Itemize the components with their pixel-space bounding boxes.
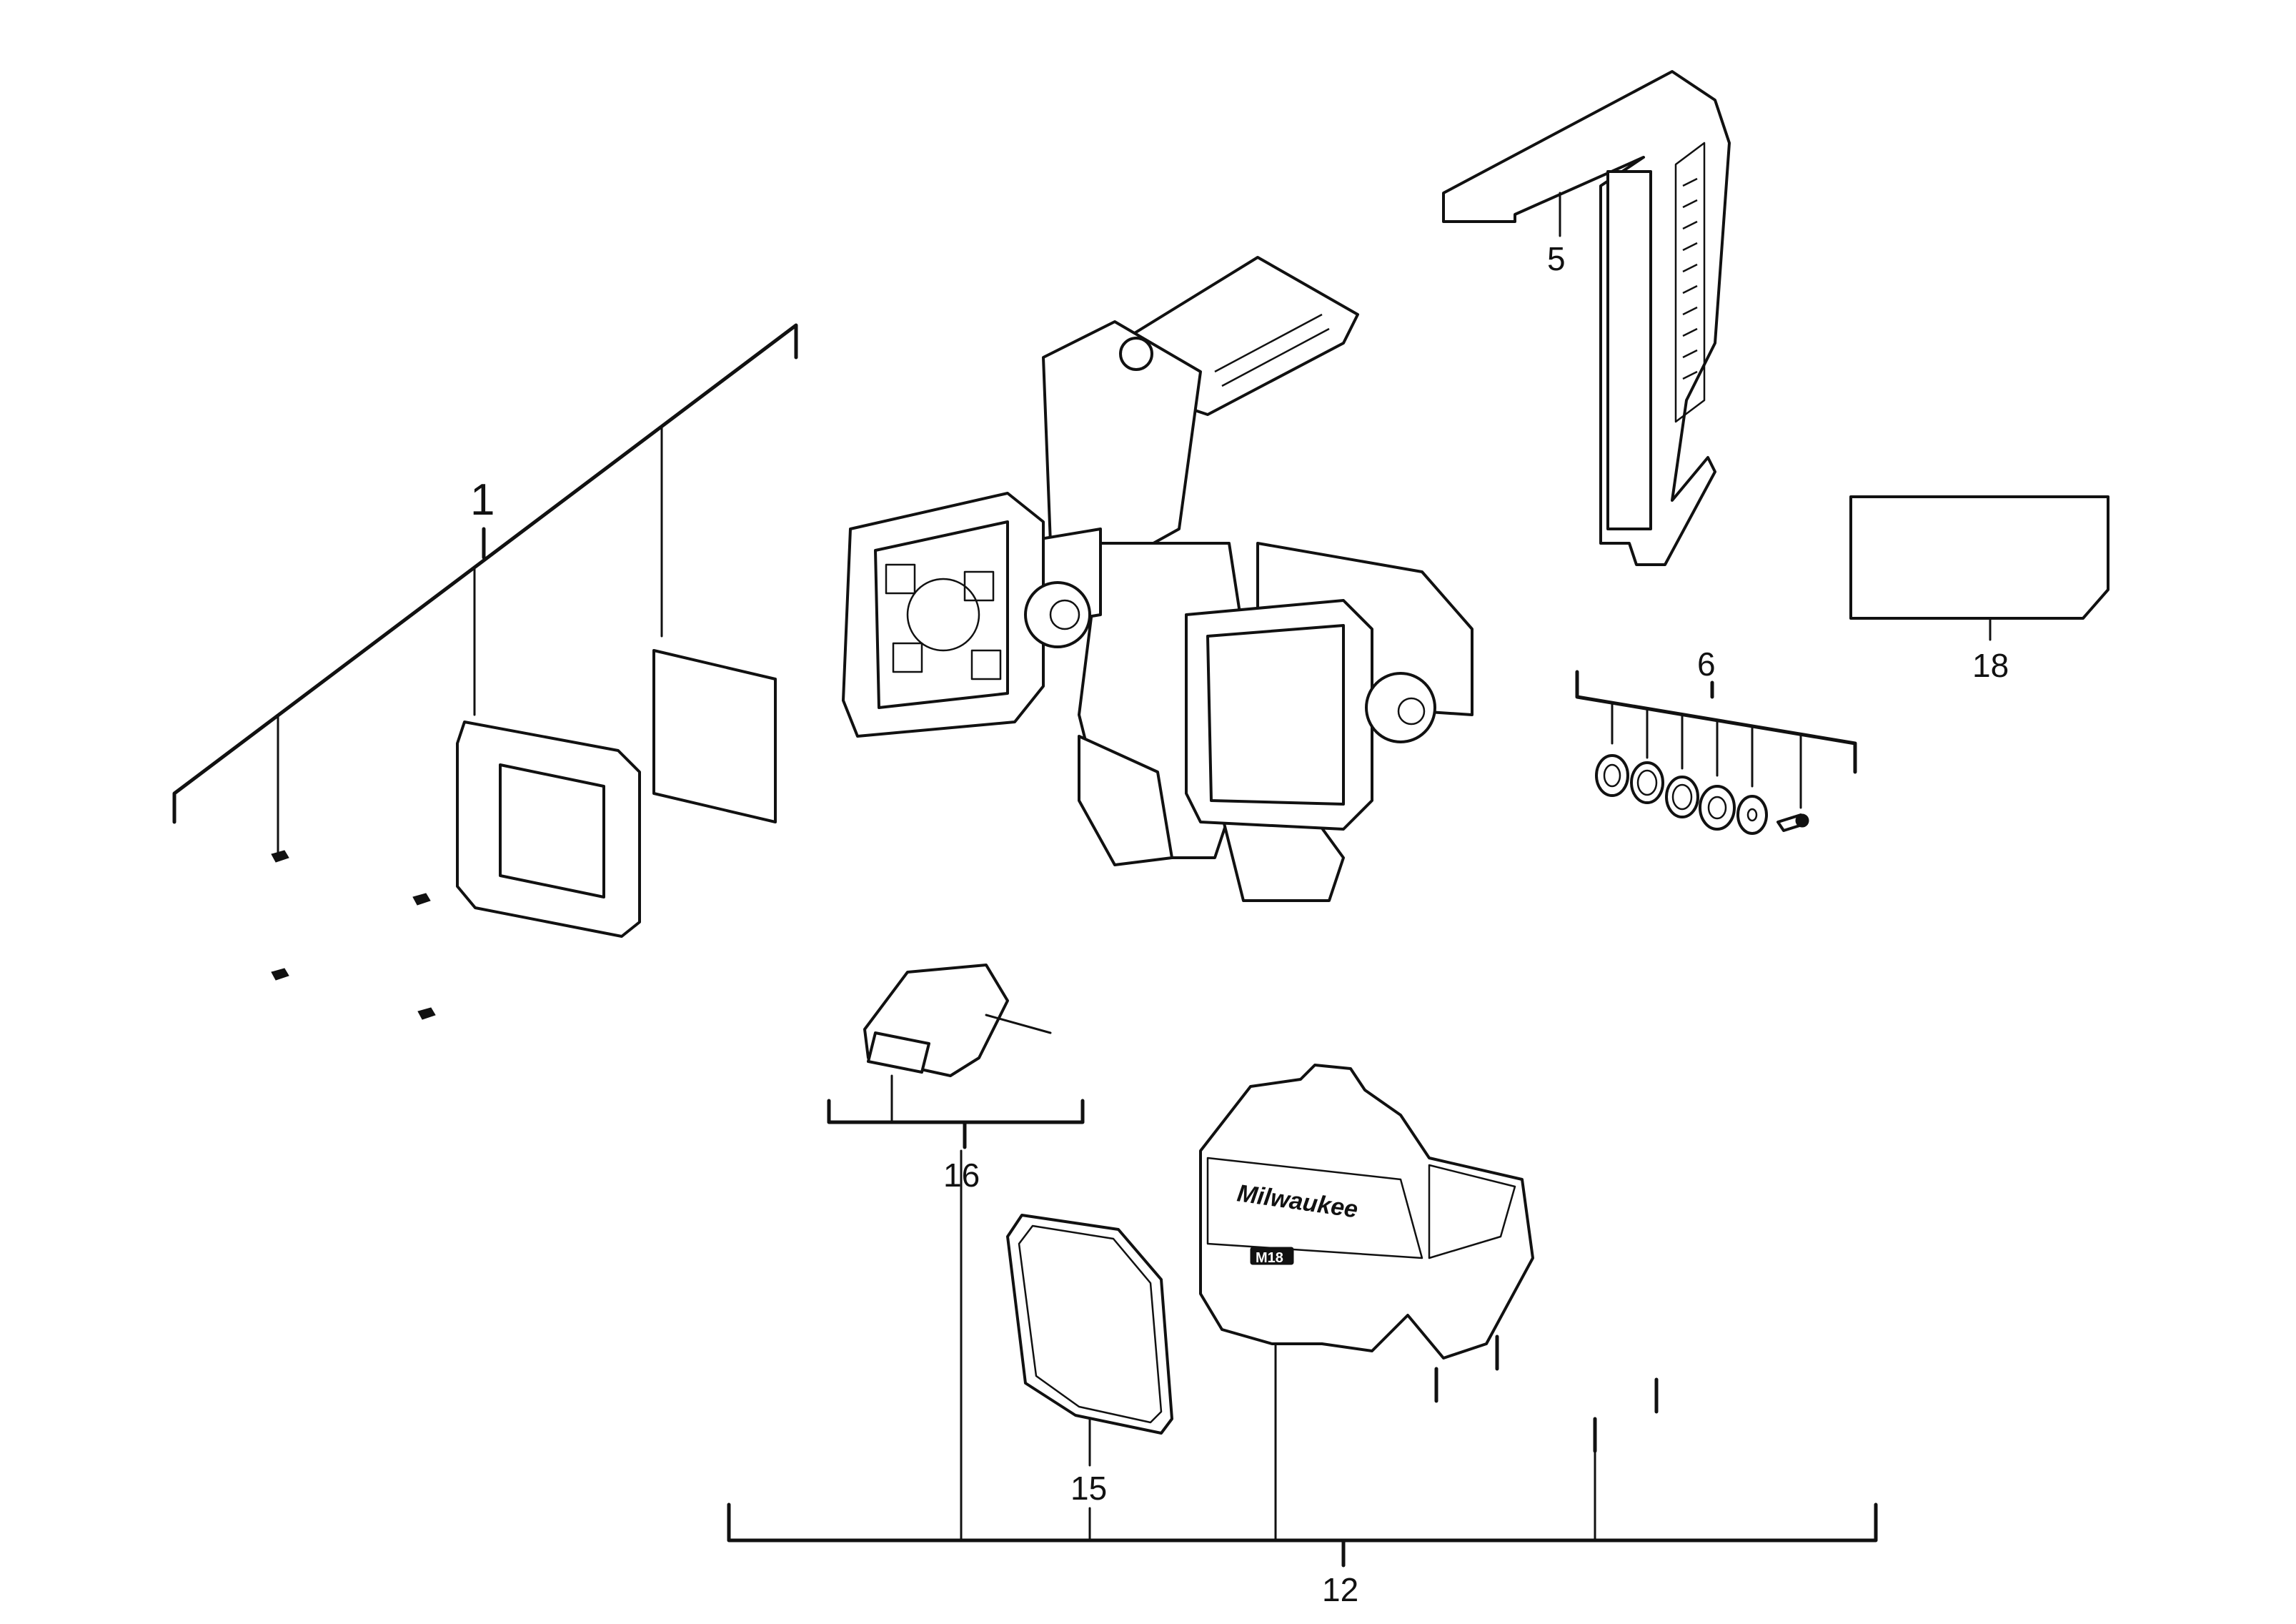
callout-12: 12 <box>1322 1571 1358 1608</box>
callout-6: 6 <box>1697 645 1716 683</box>
callout-5: 5 <box>1547 240 1566 277</box>
part-15-gasket: 15 <box>1006 1214 1173 1507</box>
part-18-label: 18 <box>1849 495 2109 684</box>
callout-18: 18 <box>1972 647 2009 684</box>
callout-1: 1 <box>470 475 495 525</box>
part-1-lens-assembly: 1 <box>172 323 798 1020</box>
part-6-washer-set: 6 <box>1575 645 1857 835</box>
part-16-latch: 16 <box>827 964 1085 1194</box>
battery-badge: M18 <box>1256 1250 1283 1266</box>
part-12-battery-housing: Milwaukee M18 12 <box>727 1064 1878 1608</box>
main-housing <box>842 256 1473 902</box>
callout-15: 15 <box>1070 1470 1107 1507</box>
part-5-stand: 5 <box>1442 70 1731 566</box>
